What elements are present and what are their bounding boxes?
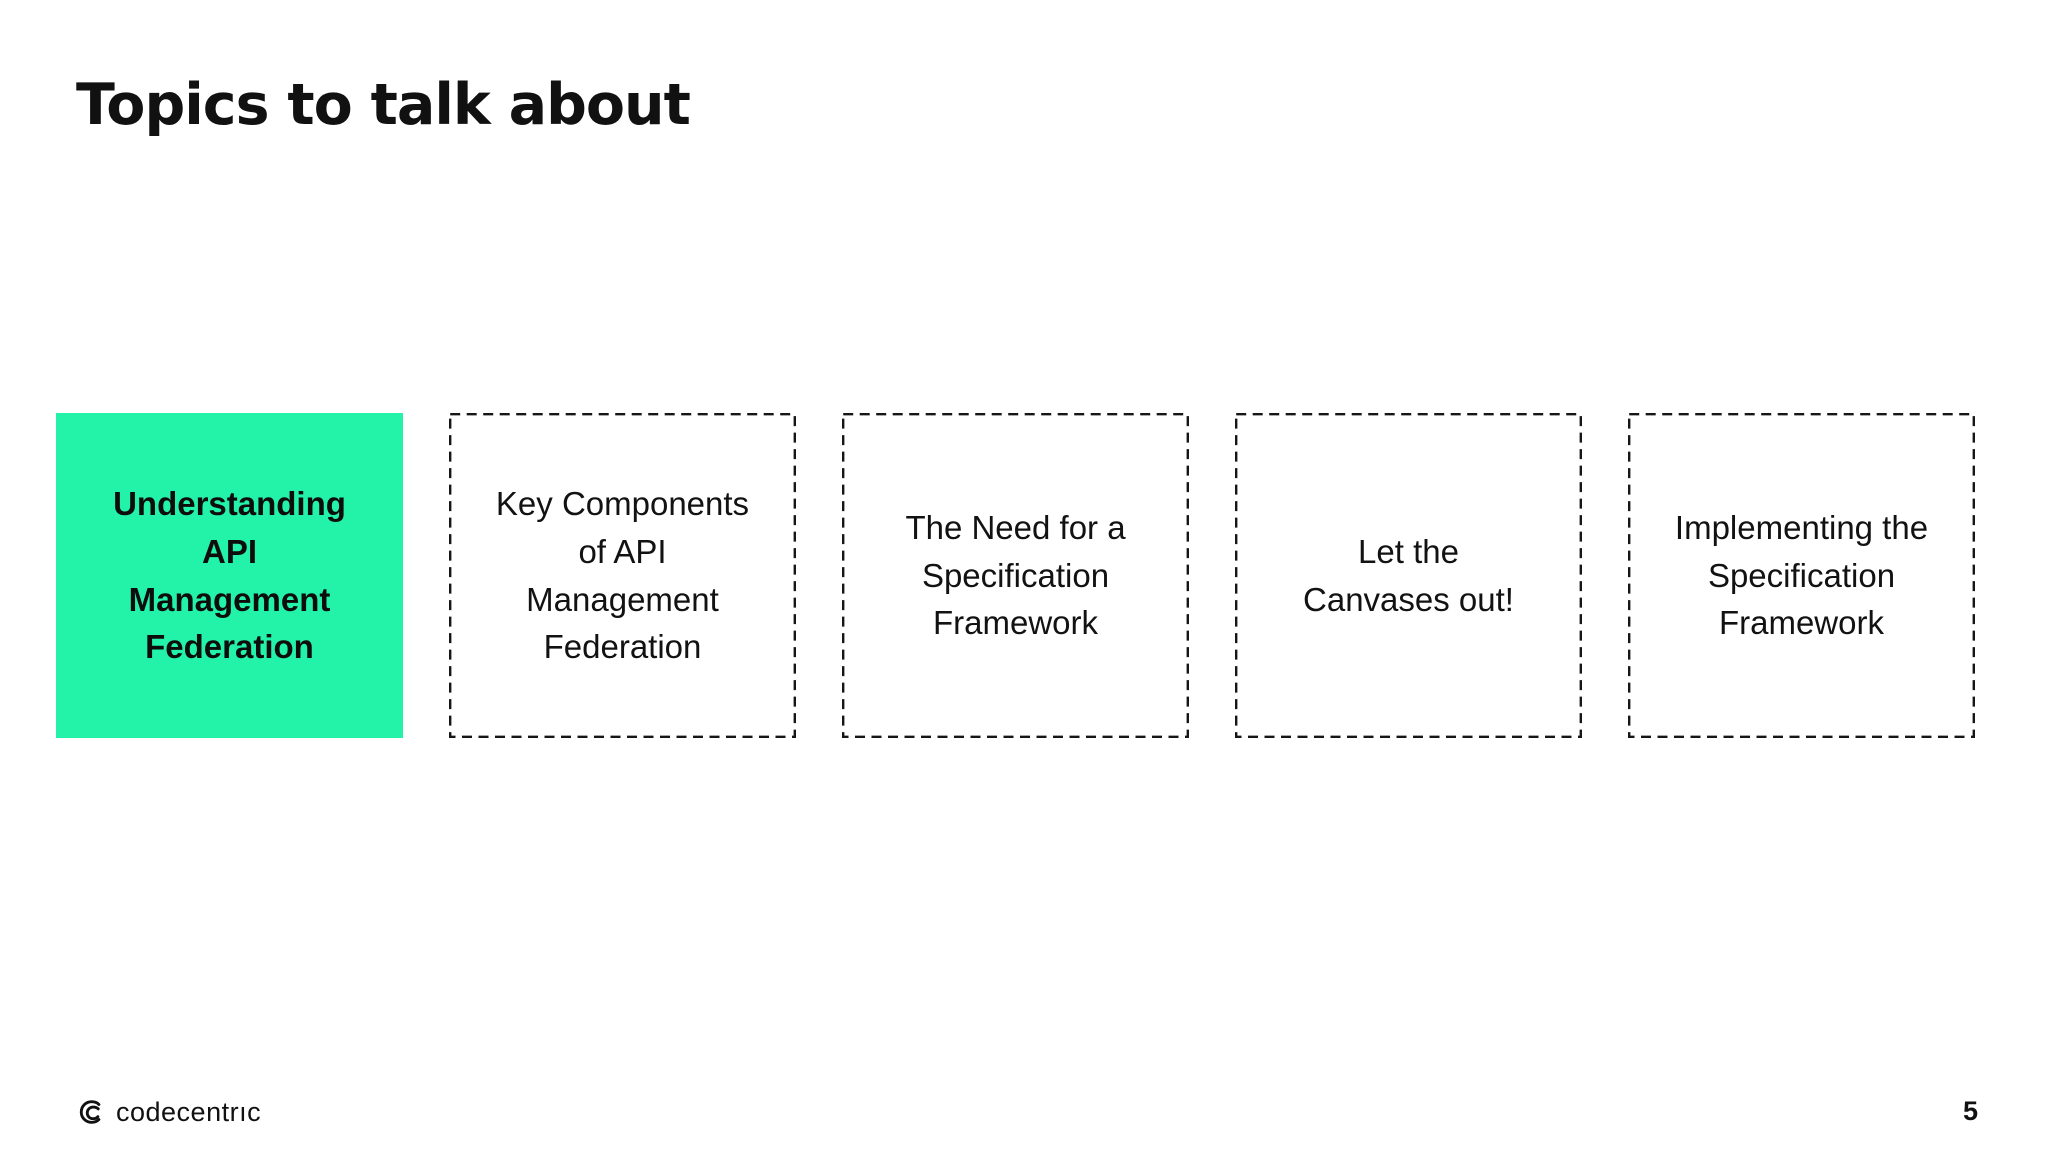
topic-card-understanding-api-management-federation: Understanding API Management Federation	[56, 413, 403, 738]
topic-card-label: Let the Canvases out!	[1303, 532, 1514, 618]
page-number: 5	[1962, 1096, 1978, 1126]
topic-card-label: The Need for a Specification Framework	[905, 509, 1126, 642]
topic-card-label: Implementing the Specification Framework	[1674, 509, 1929, 642]
codecentric-logo-text: codecentrıc	[116, 1096, 262, 1127]
topic-card-label: Key Components of API Management Federat…	[495, 485, 750, 666]
topic-card-implementing-specification-framework: Implementing the Specification Framework	[1628, 413, 1975, 738]
topics-row: Understanding API Management Federation …	[56, 413, 1975, 738]
topic-card-label: Understanding API Management Federation	[113, 485, 346, 666]
topic-card-need-for-specification-framework: The Need for a Specification Framework	[842, 413, 1189, 738]
codecentric-logo-icon	[79, 1100, 101, 1124]
topic-card-key-components: Key Components of API Management Federat…	[449, 413, 796, 738]
page-title: Topics to talk about	[76, 72, 691, 138]
codecentric-logo: codecentrıc	[74, 1096, 261, 1128]
topic-card-let-the-canvases-out: Let the Canvases out!	[1235, 413, 1582, 738]
